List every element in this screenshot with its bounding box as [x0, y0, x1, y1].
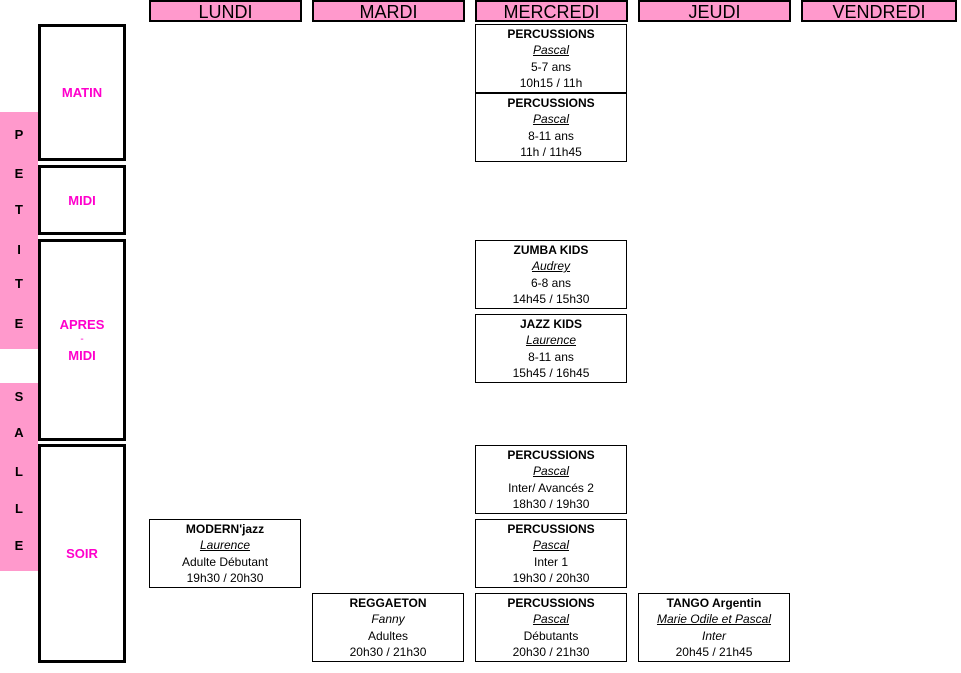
class-level: Adultes — [367, 628, 409, 643]
class-card: PERCUSSIONS Pascal Inter 1 19h30 / 20h30 — [475, 519, 627, 588]
side-letter: I — [17, 242, 21, 257]
class-title: ZUMBA KIDS — [513, 242, 589, 257]
class-time: 14h45 / 15h30 — [512, 292, 590, 306]
class-teacher: Fanny — [371, 612, 405, 626]
class-title: PERCUSSIONS — [507, 447, 595, 462]
class-level: Inter/ Avancés 2 — [508, 480, 594, 495]
class-time: 20h30 / 21h30 — [512, 645, 590, 659]
class-title: PERCUSSIONS — [507, 595, 595, 610]
class-level: 5-7 ans — [530, 59, 572, 74]
class-title: JAZZ KIDS — [519, 316, 582, 331]
class-level: 8-11 ans — [528, 349, 574, 364]
side-letter: A — [14, 425, 24, 440]
day-header-mercredi: MERCREDI — [475, 0, 628, 22]
class-level: Débutants — [523, 628, 579, 643]
class-teacher: Laurence — [199, 538, 251, 552]
side-band-petite — [0, 112, 38, 349]
side-letter: E — [14, 538, 24, 553]
slot-midi: MIDI — [38, 165, 126, 235]
class-level: 8-11 ans — [528, 128, 574, 143]
class-title: PERCUSSIONS — [507, 95, 595, 110]
class-title: REGGAETON — [349, 595, 427, 610]
class-title: MODERN'jazz — [185, 521, 265, 536]
class-title: TANGO Argentin — [666, 595, 762, 610]
slot-label: MIDI — [68, 348, 96, 363]
class-card: PERCUSSIONS Pascal Inter/ Avancés 2 18h3… — [475, 445, 627, 514]
class-level: Inter — [701, 628, 726, 643]
slot-label: APRES — [59, 317, 105, 332]
side-letter: P — [14, 127, 24, 142]
slot-label-separator: - — [80, 334, 84, 345]
class-teacher: Laurence — [525, 333, 577, 347]
class-title: PERCUSSIONS — [507, 521, 595, 536]
class-time: 10h15 / 11h — [519, 76, 583, 90]
side-letter: E — [14, 166, 24, 181]
class-card: ZUMBA KIDS Audrey 6-8 ans 14h45 / 15h30 — [475, 240, 627, 309]
class-level: 6-8 ans — [530, 275, 572, 290]
class-time: 11h / 11h45 — [520, 145, 582, 159]
class-level: Inter 1 — [533, 554, 569, 569]
day-header-mardi: MARDI — [312, 0, 465, 22]
class-card: PERCUSSIONS Pascal 8-11 ans 11h / 11h45 — [475, 93, 627, 162]
class-teacher: Marie Odile et Pascal — [656, 612, 772, 626]
side-letter: T — [15, 276, 23, 291]
class-card: JAZZ KIDS Laurence 8-11 ans 15h45 / 16h4… — [475, 314, 627, 383]
class-card: REGGAETON Fanny Adultes 20h30 / 21h30 — [312, 593, 464, 662]
class-teacher: Pascal — [532, 464, 570, 478]
day-header-lundi: LUNDI — [149, 0, 302, 22]
day-header-vendredi: VENDREDI — [801, 0, 957, 22]
class-teacher: Pascal — [532, 112, 570, 126]
class-time: 19h30 / 20h30 — [186, 571, 264, 585]
class-teacher: Pascal — [532, 43, 570, 57]
class-time: 20h30 / 21h30 — [349, 645, 427, 659]
class-time: 18h30 / 19h30 — [512, 497, 590, 511]
side-letter: T — [15, 202, 23, 217]
class-teacher: Pascal — [532, 612, 570, 626]
class-title: PERCUSSIONS — [507, 26, 595, 41]
class-card: PERCUSSIONS Pascal Débutants 20h30 / 21h… — [475, 593, 627, 662]
slot-matin: MATIN — [38, 24, 126, 161]
class-time: 20h45 / 21h45 — [675, 645, 753, 659]
side-letter: E — [14, 316, 24, 331]
slot-soir: SOIR — [38, 444, 126, 663]
slot-apres-midi: APRES - MIDI — [38, 239, 126, 441]
class-time: 15h45 / 16h45 — [512, 366, 590, 380]
side-letter: L — [15, 464, 23, 479]
side-letter: L — [15, 501, 23, 516]
class-level: Adulte Débutant — [181, 554, 269, 569]
class-teacher: Audrey — [531, 259, 571, 273]
day-header-jeudi: JEUDI — [638, 0, 791, 22]
side-band-salle — [0, 383, 38, 571]
class-teacher: Pascal — [532, 538, 570, 552]
class-card: MODERN'jazz Laurence Adulte Débutant 19h… — [149, 519, 301, 588]
class-card: TANGO Argentin Marie Odile et Pascal Int… — [638, 593, 790, 662]
class-card: PERCUSSIONS Pascal 5-7 ans 10h15 / 11h — [475, 24, 627, 93]
slot-label: SOIR — [66, 546, 98, 561]
side-letter: S — [14, 389, 24, 404]
slot-label: MATIN — [61, 85, 103, 100]
slot-label: MIDI — [68, 192, 96, 208]
class-time: 19h30 / 20h30 — [512, 571, 590, 585]
